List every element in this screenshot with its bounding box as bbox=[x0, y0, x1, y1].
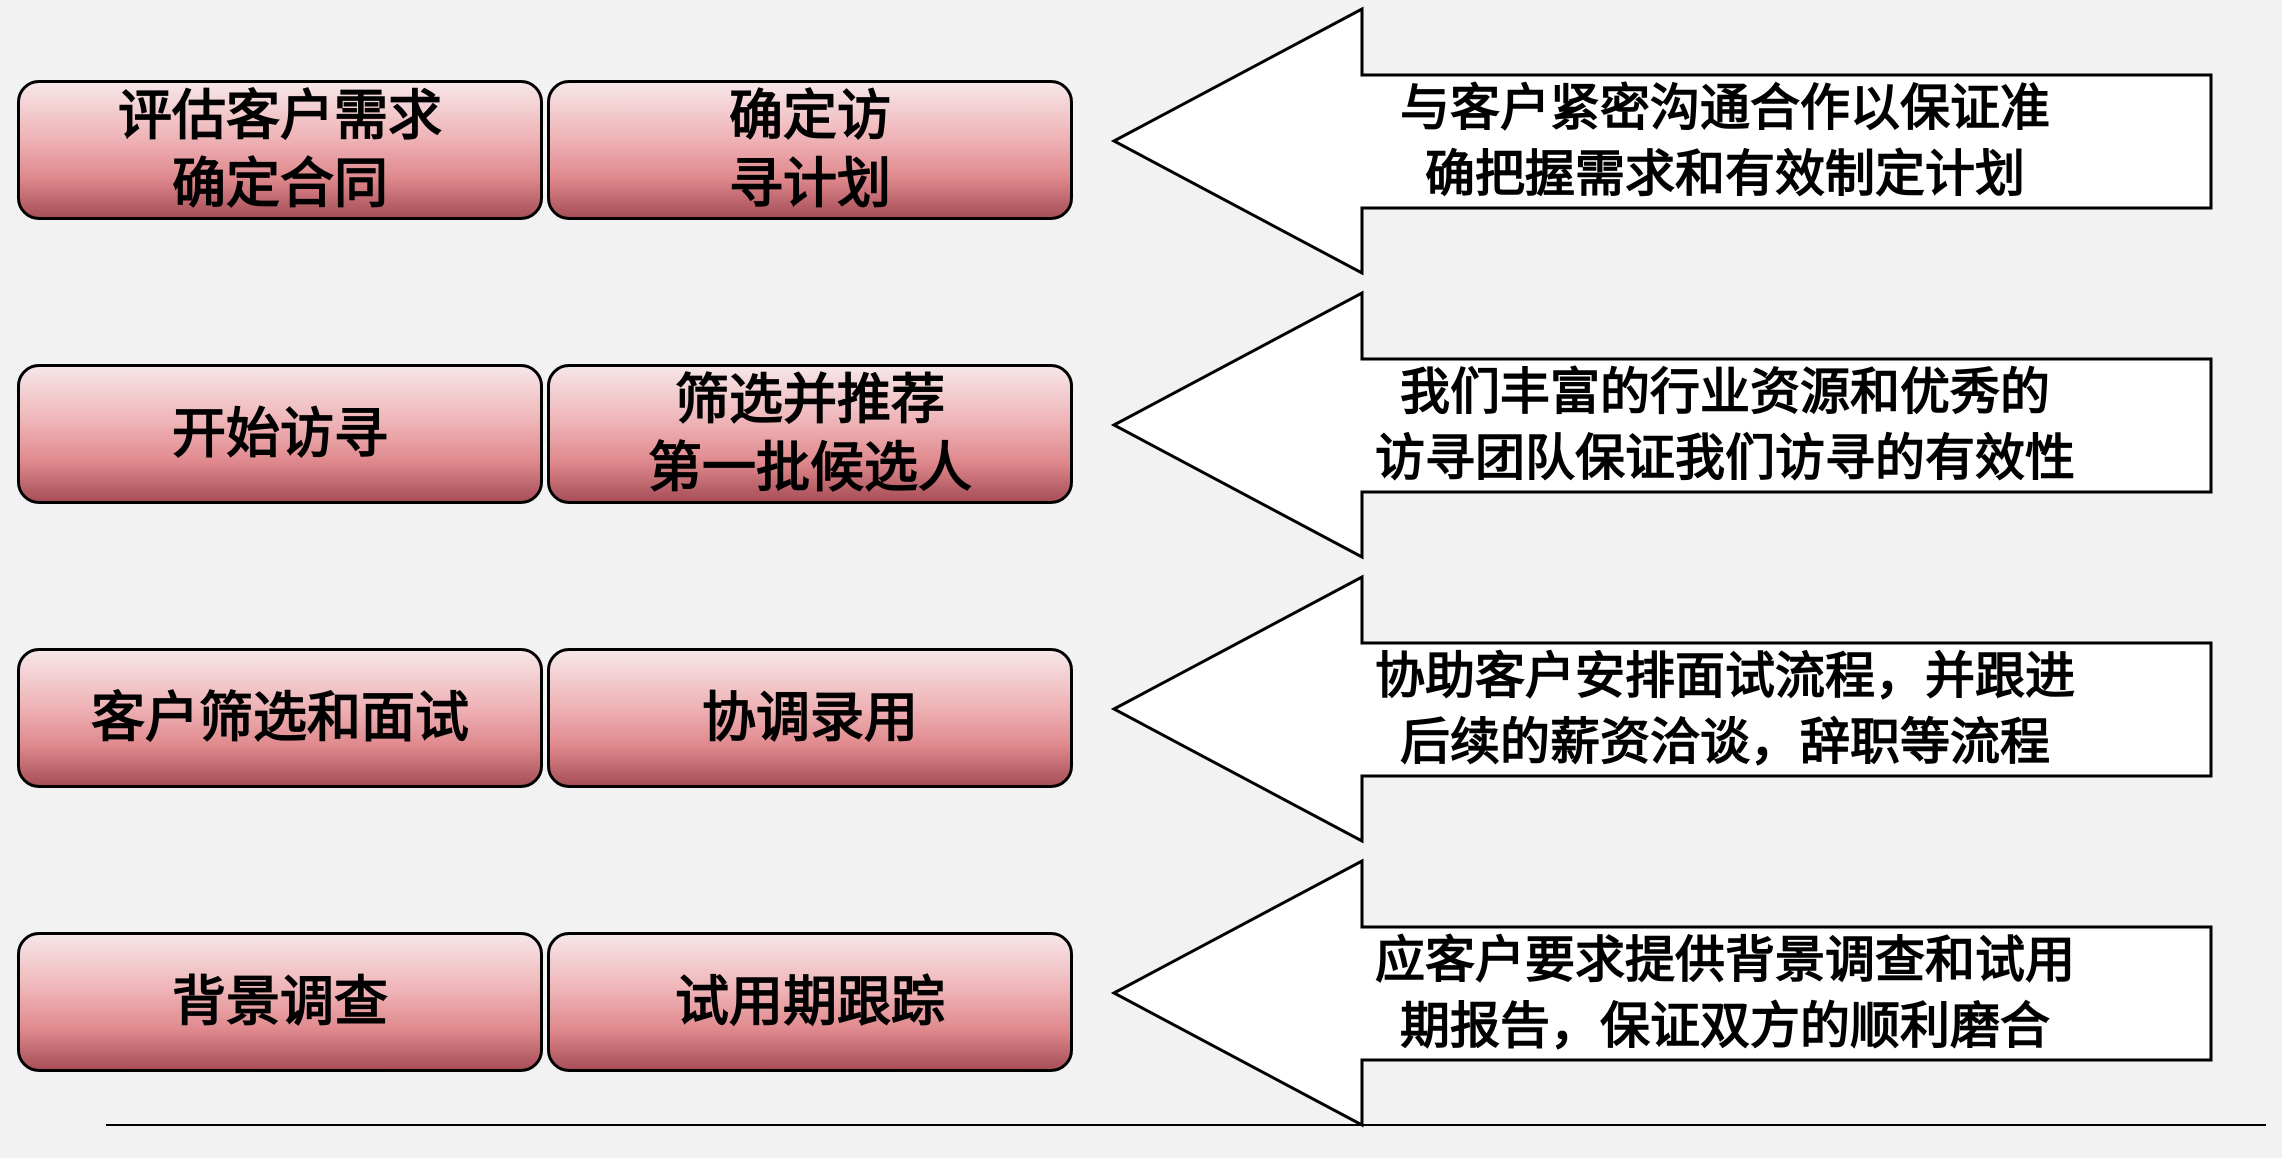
step-box: 筛选并推荐 第一批候选人 bbox=[547, 364, 1073, 504]
step-box: 评估客户需求 确定合同 bbox=[17, 80, 543, 220]
step-description: 与客户紧密沟通合作以保证准 确把握需求和有效制定计划 bbox=[1400, 79, 2050, 203]
step-box: 试用期跟踪 bbox=[547, 932, 1073, 1072]
step-description: 应客户要求提供背景调查和试用 期报告，保证双方的顺利磨合 bbox=[1375, 931, 2075, 1055]
bottom-divider bbox=[106, 1124, 2266, 1126]
step-box: 背景调查 bbox=[17, 932, 543, 1072]
left-arrow-callout bbox=[1110, 574, 2213, 844]
left-arrow-callout bbox=[1110, 858, 2213, 1128]
step-box: 开始访寻 bbox=[17, 364, 543, 504]
left-arrow-callout bbox=[1110, 6, 2213, 276]
step-box: 协调录用 bbox=[547, 648, 1073, 788]
step-description: 我们丰富的行业资源和优秀的 访寻团队保证我们访寻的有效性 bbox=[1375, 363, 2075, 487]
step-description: 协助客户安排面试流程，并跟进 后续的薪资洽谈，辞职等流程 bbox=[1375, 647, 2075, 771]
step-box: 确定访 寻计划 bbox=[547, 80, 1073, 220]
left-arrow-callout bbox=[1110, 290, 2213, 560]
step-box: 客户筛选和面试 bbox=[17, 648, 543, 788]
